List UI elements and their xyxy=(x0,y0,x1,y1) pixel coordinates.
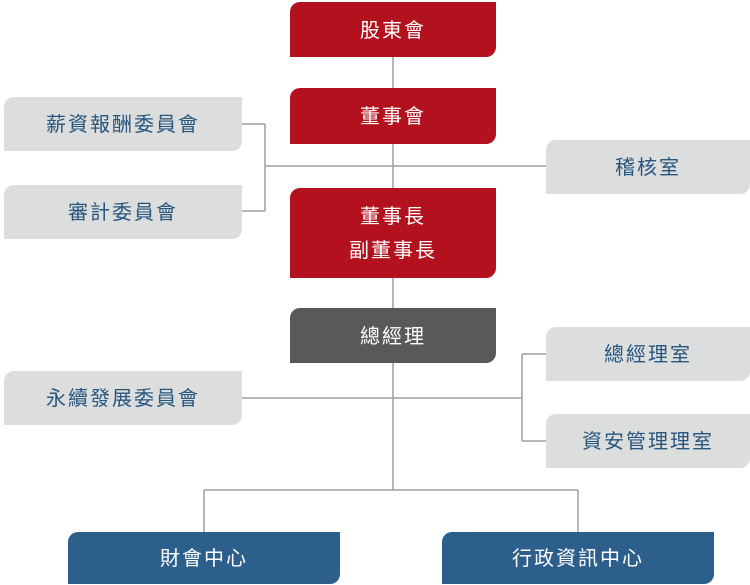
sustainability-committee-node: 永續發展委員會 xyxy=(4,371,242,425)
admin-it-center-node: 行政資訊中心 xyxy=(442,532,714,584)
info-security-office-node: 資安管理理室 xyxy=(546,414,750,468)
board-node: 董事會 xyxy=(290,88,496,144)
finance-center-node: 財會中心 xyxy=(68,532,340,584)
admin-it-center-label: 行政資訊中心 xyxy=(512,546,644,570)
audit-committee-node: 審計委員會 xyxy=(4,185,242,239)
audit-committee-label: 審計委員會 xyxy=(68,200,178,224)
chairman-node: 董事長 副董事長 xyxy=(290,188,496,278)
chairman-label: 董事長 xyxy=(360,204,426,228)
finance-center-label: 財會中心 xyxy=(160,546,248,570)
shareholders-label: 股東會 xyxy=(360,17,426,42)
info-security-office-label: 資安管理理室 xyxy=(582,429,714,453)
president-office-label: 總經理室 xyxy=(604,342,692,366)
president-office-node: 總經理室 xyxy=(546,327,750,381)
board-label: 董事會 xyxy=(360,104,426,128)
president-node: 總經理 xyxy=(290,308,496,363)
audit-office-node: 稽核室 xyxy=(546,140,750,194)
president-label: 總經理 xyxy=(360,323,426,348)
remuneration-committee-node: 薪資報酬委員會 xyxy=(4,97,242,151)
vice-chairman-label: 副董事長 xyxy=(349,238,437,262)
shareholders-node: 股東會 xyxy=(290,2,496,57)
remuneration-committee-label: 薪資報酬委員會 xyxy=(46,112,200,136)
audit-office-label: 稽核室 xyxy=(615,155,681,179)
sustainability-committee-label: 永續發展委員會 xyxy=(46,386,200,410)
